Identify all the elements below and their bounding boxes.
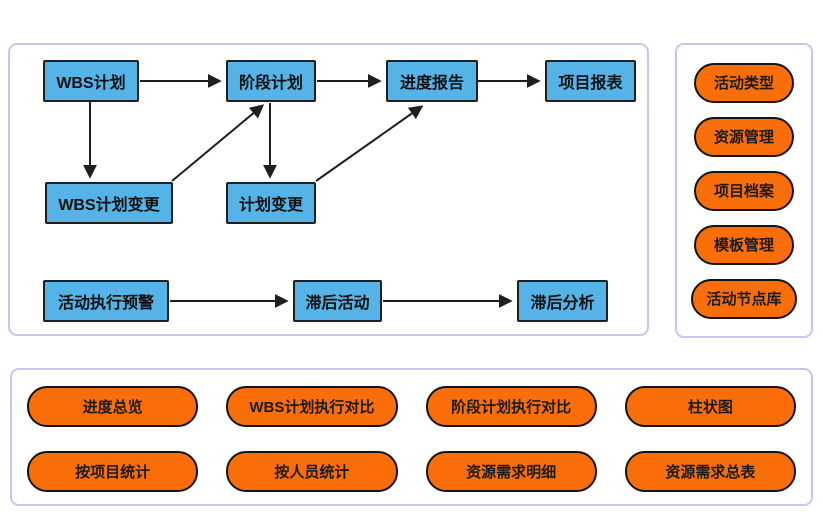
button-wbs-plan-compare[interactable]: WBS计划执行对比 [226, 386, 398, 427]
right-panel: 活动类型 资源管理 项目档案 模板管理 活动节点库 [675, 43, 813, 338]
button-stats-by-project[interactable]: 按项目统计 [27, 451, 199, 492]
button-project-archive[interactable]: 项目档案 [694, 170, 794, 211]
button-stage-plan-compare[interactable]: 阶段计划执行对比 [425, 386, 597, 427]
node-plan-change[interactable]: 计划变更 [226, 182, 316, 224]
node-wbs-plan-change[interactable]: WBS计划变更 [45, 182, 173, 224]
button-resource-demand-detail[interactable]: 资源需求明细 [425, 451, 597, 492]
button-activity-node-lib[interactable]: 活动节点库 [691, 278, 797, 319]
button-progress-overview[interactable]: 进度总览 [27, 386, 199, 427]
button-template-mgmt[interactable]: 模板管理 [694, 224, 794, 265]
button-resource-mgmt[interactable]: 资源管理 [694, 116, 794, 157]
node-wbs-plan[interactable]: WBS计划 [43, 60, 139, 102]
node-progress-report[interactable]: 进度报告 [386, 60, 478, 102]
node-activity-warning[interactable]: 活动执行预警 [43, 280, 169, 322]
node-project-report[interactable]: 项目报表 [545, 60, 636, 102]
node-stage-plan[interactable]: 阶段计划 [226, 60, 316, 102]
node-lag-activity[interactable]: 滞后活动 [293, 280, 382, 322]
button-resource-demand-total[interactable]: 资源需求总表 [624, 451, 796, 492]
bottom-panel: 进度总览 WBS计划执行对比 阶段计划执行对比 柱状图 按项目统计 按人员统计 … [10, 368, 813, 506]
node-lag-analysis[interactable]: 滞后分析 [517, 280, 608, 322]
button-bar-chart[interactable]: 柱状图 [624, 386, 796, 427]
button-activity-type[interactable]: 活动类型 [694, 62, 794, 103]
button-stats-by-person[interactable]: 按人员统计 [226, 451, 398, 492]
